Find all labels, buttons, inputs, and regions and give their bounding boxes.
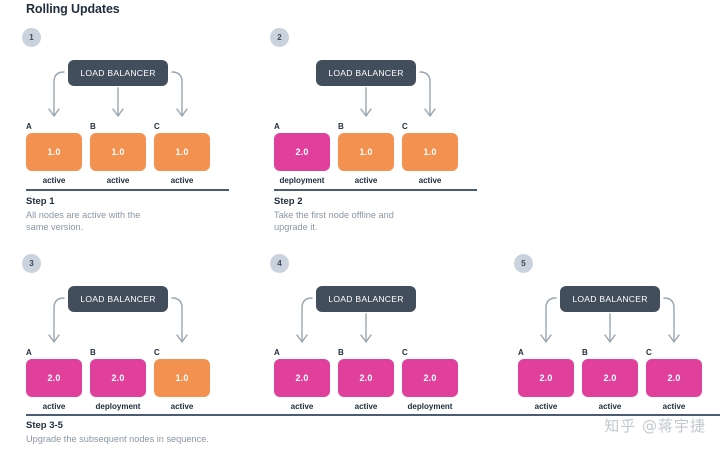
node-letter: B <box>338 348 344 357</box>
node-letter: C <box>402 122 408 131</box>
node-version-box[interactable]: 2.0 <box>582 359 638 397</box>
panel-step-4: 4 LOAD BALANCER A 2.0 active B 2.0 activ… <box>270 254 500 414</box>
divider-step-1 <box>26 189 229 191</box>
panel-step-3: 3 LOAD BALANCER A 2.0 active B 2.0 deplo… <box>22 254 252 414</box>
node-state-label: active <box>170 176 194 185</box>
node-state-label: active <box>418 176 442 185</box>
node-a-5: A 2.0 active <box>518 348 574 411</box>
node-version-box[interactable]: 1.0 <box>90 133 146 171</box>
load-balancer-box-5[interactable]: LOAD BALANCER <box>560 286 660 312</box>
load-balancer-box-2[interactable]: LOAD BALANCER <box>316 60 416 86</box>
caption-step-3-5: Step 3-5 Upgrade the subsequent nodes in… <box>26 420 356 445</box>
node-letter: C <box>646 348 652 357</box>
node-state-label: deployment <box>95 402 141 411</box>
node-letter: A <box>274 348 280 357</box>
panel-step-2: 2 LOAD BALANCER A 2.0 deployment B 1.0 a… <box>270 28 500 188</box>
node-state-label: active <box>354 402 378 411</box>
node-a-4: A 2.0 active <box>274 348 330 411</box>
node-letter: C <box>154 122 160 131</box>
node-a-3: A 2.0 active <box>26 348 82 411</box>
load-balancer-box-4[interactable]: LOAD BALANCER <box>316 286 416 312</box>
node-version-box[interactable]: 2.0 <box>338 359 394 397</box>
node-letter: A <box>274 122 280 131</box>
node-version-box[interactable]: 2.0 <box>274 359 330 397</box>
node-a-2: A 2.0 deployment <box>274 122 330 185</box>
panel-step-1: 1 LOAD BALANCER A 1.0 active B 1.0 activ… <box>22 28 252 188</box>
node-b-1: B 1.0 active <box>90 122 146 185</box>
caption-title: Step 1 <box>26 196 55 207</box>
node-version-box[interactable]: 1.0 <box>26 133 82 171</box>
node-state-label: deployment <box>407 402 453 411</box>
caption-step-1: Step 1 All nodes are active with the sam… <box>26 196 236 233</box>
caption-line-2: same version. <box>26 222 84 232</box>
node-version-box[interactable]: 1.0 <box>154 133 210 171</box>
node-letter: A <box>26 122 32 131</box>
node-letter: B <box>338 122 344 131</box>
watermark: 知乎 @蒋宇捷 <box>604 417 706 435</box>
node-state-label: active <box>662 402 686 411</box>
node-version-box[interactable]: 2.0 <box>518 359 574 397</box>
node-c-5: C 2.0 active <box>646 348 702 411</box>
node-b-2: B 1.0 active <box>338 122 394 185</box>
node-c-4: C 2.0 deployment <box>402 348 458 411</box>
caption-step-2: Step 2 Take the first node offline and u… <box>274 196 489 233</box>
node-c-2: C 1.0 active <box>402 122 458 185</box>
node-version-box[interactable]: 2.0 <box>274 133 330 171</box>
node-a-1: A 1.0 active <box>26 122 82 185</box>
node-state-label: active <box>354 176 378 185</box>
node-letter: C <box>402 348 408 357</box>
node-c-1: C 1.0 active <box>154 122 210 185</box>
node-letter: B <box>90 348 96 357</box>
node-state-label: active <box>598 402 622 411</box>
divider-step-2 <box>274 189 477 191</box>
divider-step-3-5 <box>26 414 720 416</box>
node-state-label: active <box>534 402 558 411</box>
page-title: Rolling Updates <box>26 2 120 16</box>
node-version-box[interactable]: 2.0 <box>402 359 458 397</box>
step-badge-5: 5 <box>514 254 533 273</box>
node-state-label: active <box>106 176 130 185</box>
node-letter: B <box>582 348 588 357</box>
node-version-box[interactable]: 1.0 <box>402 133 458 171</box>
node-state-label: active <box>42 402 66 411</box>
caption-title: Step 3-5 <box>26 420 63 431</box>
panel-step-5: 5 LOAD BALANCER A 2.0 active B 2.0 activ… <box>514 254 720 414</box>
node-state-label: active <box>42 176 66 185</box>
node-letter: A <box>518 348 524 357</box>
load-balancer-box-3[interactable]: LOAD BALANCER <box>68 286 168 312</box>
caption-title: Step 2 <box>274 196 303 207</box>
node-letter: C <box>154 348 160 357</box>
step-badge-4: 4 <box>270 254 289 273</box>
caption-line-1: All nodes are active with the <box>26 210 141 220</box>
step-badge-1: 1 <box>22 28 41 47</box>
step-badge-3: 3 <box>22 254 41 273</box>
caption-line-1: Upgrade the subsequent nodes in sequence… <box>26 434 209 444</box>
node-letter: B <box>90 122 96 131</box>
node-state-label: deployment <box>279 176 325 185</box>
node-version-box[interactable]: 1.0 <box>154 359 210 397</box>
node-letter: A <box>26 348 32 357</box>
node-state-label: active <box>290 402 314 411</box>
caption-line-1: Take the first node offline and <box>274 210 394 220</box>
step-badge-2: 2 <box>270 28 289 47</box>
node-version-box[interactable]: 2.0 <box>26 359 82 397</box>
load-balancer-box-1[interactable]: LOAD BALANCER <box>68 60 168 86</box>
node-version-box[interactable]: 2.0 <box>90 359 146 397</box>
caption-line-2: upgrade it. <box>274 222 318 232</box>
node-version-box[interactable]: 2.0 <box>646 359 702 397</box>
node-c-3: C 1.0 active <box>154 348 210 411</box>
node-b-5: B 2.0 active <box>582 348 638 411</box>
node-b-4: B 2.0 active <box>338 348 394 411</box>
node-state-label: active <box>170 402 194 411</box>
node-b-3: B 2.0 deployment <box>90 348 146 411</box>
node-version-box[interactable]: 1.0 <box>338 133 394 171</box>
